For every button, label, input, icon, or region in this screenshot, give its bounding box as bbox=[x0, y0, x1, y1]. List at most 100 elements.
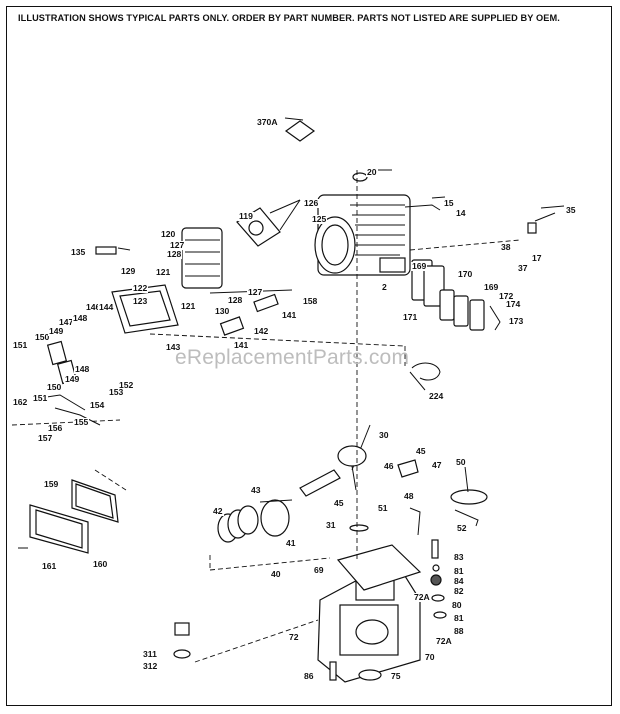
callout-312: 312 bbox=[142, 661, 159, 671]
callout-141: 141 bbox=[233, 340, 250, 350]
callout-120: 120 bbox=[160, 229, 177, 239]
callout-75: 75 bbox=[390, 671, 402, 681]
callout-157: 157 bbox=[37, 433, 54, 443]
callout-144: 144 bbox=[98, 302, 115, 312]
callout-70: 70 bbox=[424, 652, 436, 662]
callout-128: 128 bbox=[166, 249, 183, 259]
callout-37: 37 bbox=[517, 263, 529, 273]
callout-31: 31 bbox=[325, 520, 337, 530]
callout-150: 150 bbox=[46, 382, 63, 392]
callout-149: 149 bbox=[48, 326, 65, 336]
callout-119: 119 bbox=[238, 211, 254, 221]
callout-130: 130 bbox=[214, 306, 231, 316]
callout-69: 69 bbox=[313, 565, 325, 575]
callout-159: 159 bbox=[43, 479, 60, 489]
callout-38: 38 bbox=[500, 242, 512, 252]
callout-15: 15 bbox=[443, 198, 455, 208]
callout-86: 86 bbox=[303, 671, 315, 681]
callout-40: 40 bbox=[270, 569, 282, 579]
callout-150: 150 bbox=[34, 332, 51, 342]
callout-155: 155 bbox=[73, 417, 90, 427]
callout-311: 311 bbox=[142, 649, 158, 659]
callout-141: 141 bbox=[281, 310, 298, 320]
callout-151: 151 bbox=[12, 340, 29, 350]
callout-80: 80 bbox=[451, 600, 463, 610]
callout-121: 121 bbox=[180, 301, 197, 311]
callout-149: 149 bbox=[64, 374, 81, 384]
callout-156: 156 bbox=[47, 423, 64, 433]
bushing-shape bbox=[352, 172, 368, 182]
callout-174: 174 bbox=[505, 299, 522, 309]
callout-171: 171 bbox=[402, 312, 419, 322]
callout-52: 52 bbox=[456, 523, 468, 533]
callout-153: 153 bbox=[108, 387, 125, 397]
callout-161: 161 bbox=[41, 561, 58, 571]
callout-135: 135 bbox=[70, 247, 87, 257]
callout-81: 81 bbox=[453, 566, 465, 576]
callout-83: 83 bbox=[453, 552, 465, 562]
callout-51: 51 bbox=[377, 503, 389, 513]
cam-gear-shape bbox=[450, 489, 488, 505]
diagram-frame bbox=[6, 6, 612, 706]
callout-146: 146 bbox=[85, 302, 102, 312]
callout-162: 162 bbox=[12, 397, 29, 407]
callout-84: 84 bbox=[453, 576, 465, 586]
callout-172: 172 bbox=[498, 291, 515, 301]
callout-125: 125 bbox=[311, 214, 328, 224]
callout-152: 152 bbox=[118, 380, 135, 390]
callout-122: 122 bbox=[132, 283, 149, 293]
callout-42: 42 bbox=[212, 506, 224, 516]
callout-2: 2 bbox=[381, 282, 388, 292]
callout-170: 170 bbox=[457, 269, 474, 279]
callout-224: 224 bbox=[428, 391, 445, 401]
callout-47: 47 bbox=[431, 460, 443, 470]
callout-72a: 72A bbox=[413, 592, 431, 602]
callout-50: 50 bbox=[455, 457, 467, 467]
callout-46: 46 bbox=[383, 461, 395, 471]
callout-127: 127 bbox=[247, 287, 264, 297]
cylinder-block-shape bbox=[314, 194, 411, 276]
callout-154: 154 bbox=[89, 400, 106, 410]
callout-72: 72 bbox=[288, 632, 300, 642]
callout-148: 148 bbox=[74, 364, 91, 374]
callout-126: 126 bbox=[303, 198, 320, 208]
callout-35: 35 bbox=[565, 205, 577, 215]
connecting-rod-shape bbox=[299, 469, 341, 497]
callout-128: 128 bbox=[227, 295, 244, 305]
callout-148: 148 bbox=[72, 313, 89, 323]
callout-121: 121 bbox=[155, 267, 172, 277]
callout-45: 45 bbox=[415, 446, 427, 456]
callout-169: 169 bbox=[483, 282, 500, 292]
air-filter-shape bbox=[29, 479, 119, 554]
callout-370a: 370A bbox=[256, 117, 279, 127]
piston-shape bbox=[260, 499, 290, 537]
crankshaft-shape bbox=[337, 424, 371, 491]
gasket-370a-shape bbox=[284, 120, 316, 142]
diagram-notice: ILLUSTRATION SHOWS TYPICAL PARTS ONLY. O… bbox=[18, 13, 560, 23]
callout-147: 147 bbox=[58, 317, 75, 327]
callout-158: 158 bbox=[302, 296, 319, 306]
callout-142: 142 bbox=[253, 326, 270, 336]
callout-45: 45 bbox=[333, 498, 345, 508]
watermark-text: eReplacementParts.com bbox=[175, 346, 410, 369]
callout-173: 173 bbox=[508, 316, 525, 326]
callout-143: 143 bbox=[165, 342, 182, 352]
callout-43: 43 bbox=[250, 485, 262, 495]
callout-129: 129 bbox=[120, 266, 137, 276]
callout-30: 30 bbox=[378, 430, 390, 440]
callout-151: 151 bbox=[32, 393, 49, 403]
callout-123: 123 bbox=[132, 296, 149, 306]
callout-82: 82 bbox=[453, 586, 465, 596]
callout-17: 17 bbox=[531, 253, 543, 263]
callout-48: 48 bbox=[403, 491, 415, 501]
spark-plug-shape bbox=[95, 246, 117, 255]
callout-14: 14 bbox=[455, 208, 467, 218]
callout-41: 41 bbox=[285, 538, 297, 548]
callout-160: 160 bbox=[92, 559, 109, 569]
callout-127: 127 bbox=[169, 240, 186, 250]
callout-20: 20 bbox=[366, 167, 378, 177]
callout-81: 81 bbox=[453, 613, 465, 623]
